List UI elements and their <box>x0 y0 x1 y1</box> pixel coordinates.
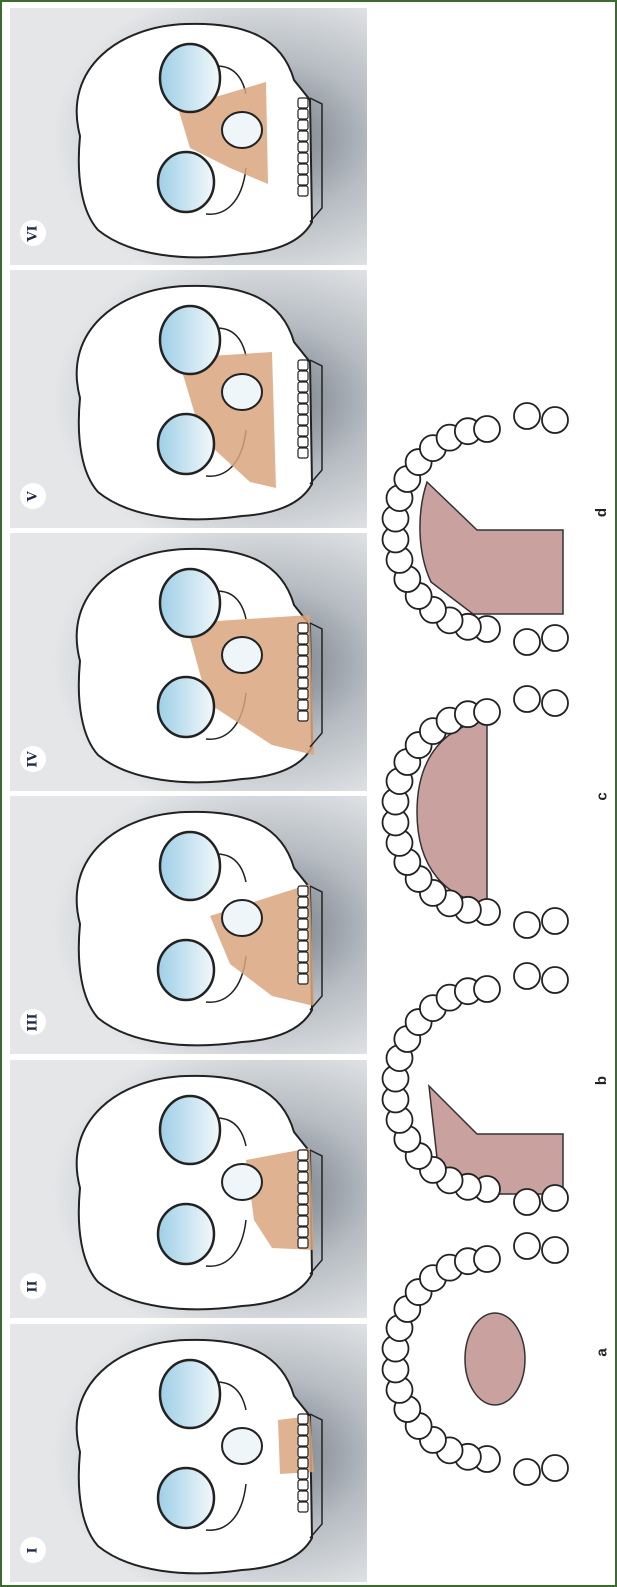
skull-illustration <box>10 1060 367 1318</box>
panel-label-badge: IV <box>20 746 46 772</box>
skull-panel-IV: IV <box>10 533 367 791</box>
palate-diagram-d <box>377 402 607 657</box>
panel-label: II <box>26 1280 39 1292</box>
panel-label-badge: I <box>20 1537 46 1563</box>
palate-diagram-b <box>377 962 607 1217</box>
skull-illustration <box>10 796 367 1054</box>
palate-label-d: d <box>592 500 612 524</box>
panel-label-badge: III <box>20 1009 46 1035</box>
skull-panel-I: I <box>10 1324 367 1582</box>
palate-label-b: b <box>592 1068 612 1092</box>
skull-illustration <box>10 533 367 791</box>
skull-panel-II: II <box>10 1060 367 1318</box>
skull-illustration <box>10 1324 367 1582</box>
skull-illustration <box>10 8 367 265</box>
panel-label: VI <box>26 225 39 241</box>
skull-illustration <box>10 270 367 528</box>
palate-label-a: a <box>592 1340 612 1364</box>
panel-label-badge: VI <box>20 220 46 246</box>
panel-label: I <box>27 1547 40 1553</box>
panel-label: V <box>27 491 40 501</box>
palate-label-c: c <box>592 784 612 808</box>
skull-panel-VI: VI <box>10 8 367 265</box>
panel-label: III <box>27 1013 40 1031</box>
panel-label-badge: V <box>20 483 46 509</box>
skull-panel-III: III <box>10 796 367 1054</box>
panel-label: IV <box>26 751 39 767</box>
palate-diagram-a <box>377 1232 607 1487</box>
panel-label-badge: II <box>20 1273 46 1299</box>
palate-diagram-c <box>377 685 607 940</box>
skull-panel-V: V <box>10 270 367 528</box>
